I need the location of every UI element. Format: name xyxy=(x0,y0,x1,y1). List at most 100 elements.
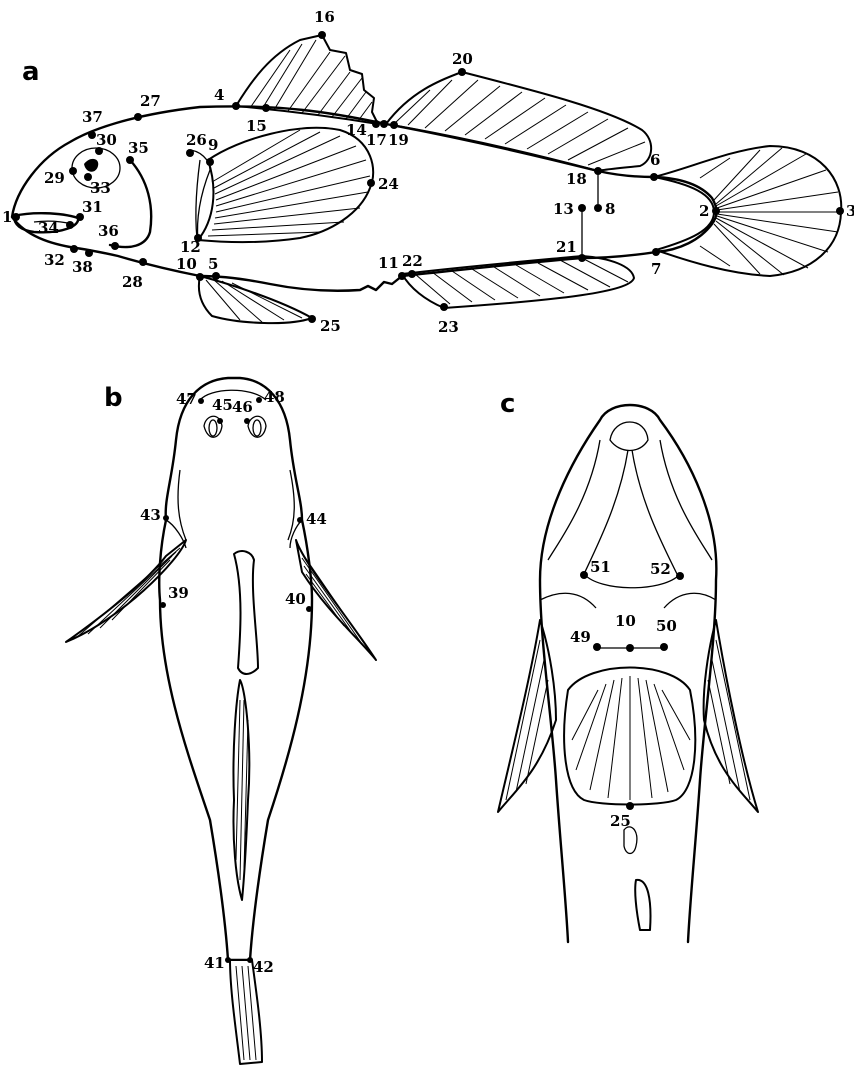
landmark-32-label: 32 xyxy=(44,251,65,269)
landmark-29-dot xyxy=(69,167,77,175)
landmark-25-dot xyxy=(308,315,316,323)
landmark-6-dot xyxy=(650,173,658,181)
landmark-39: 39 xyxy=(160,584,189,608)
landmark-3-dot xyxy=(836,207,844,215)
landmark-6-label: 6 xyxy=(650,151,660,169)
landmark-5-dot xyxy=(212,272,220,280)
landmark-33-label: 33 xyxy=(90,179,111,197)
landmark-20-dot xyxy=(458,68,466,76)
landmark-30: 30 xyxy=(95,131,117,155)
landmark-18: 18 xyxy=(566,167,602,188)
landmark-35-dot xyxy=(126,156,134,164)
landmark-50-dot xyxy=(660,643,668,651)
second-dorsal-fin-top xyxy=(233,680,249,900)
landmark-49: 49 xyxy=(570,628,601,651)
landmark-51-dot xyxy=(580,571,588,579)
landmark-41-label: 41 xyxy=(204,954,225,972)
landmark-21-label: 21 xyxy=(556,238,577,256)
landmark-7-dot xyxy=(652,248,660,256)
landmark-44-label: 44 xyxy=(306,510,327,528)
chin xyxy=(610,422,648,451)
landmark-7: 7 xyxy=(651,248,661,278)
landmark-12-label: 12 xyxy=(180,238,201,256)
left-pectoral-fin-rays xyxy=(76,548,180,638)
landmark-16-label: 16 xyxy=(314,8,335,26)
landmark-51-label: 51 xyxy=(590,558,611,576)
landmark-34-label: 34 xyxy=(38,219,59,237)
landmark-24-label: 24 xyxy=(378,175,399,193)
landmark-37-label: 37 xyxy=(82,108,103,126)
landmark-8: 8 xyxy=(594,200,615,218)
landmark-37-dot xyxy=(88,131,96,139)
panel-b-dorsal-view: b xyxy=(66,378,376,1064)
landmark-1-label: 1 xyxy=(2,208,12,226)
landmark-34-dot xyxy=(66,221,74,229)
right-pupil xyxy=(253,420,261,436)
landmark-40: 40 xyxy=(285,590,312,612)
landmark-8-label: 8 xyxy=(605,200,615,218)
landmark-40-label: 40 xyxy=(285,590,306,608)
landmark-38: 38 xyxy=(72,249,93,276)
landmark-1-dot xyxy=(12,213,20,221)
landmark-45-dot xyxy=(217,418,223,424)
first-dorsal-fin-top xyxy=(234,551,258,674)
landmark-31: 31 xyxy=(76,198,103,221)
right-pectoral-base xyxy=(664,593,716,608)
panel-c-ventral-view: c 49 xyxy=(498,389,758,942)
landmark-43-dot xyxy=(163,515,169,521)
panel-b-letter: b xyxy=(104,383,123,413)
landmark-52: 52 xyxy=(650,560,684,580)
landmark-44-dot xyxy=(297,517,303,523)
landmark-52-dot xyxy=(676,572,684,580)
left-pectoral-fin-ventral xyxy=(498,620,556,812)
landmark-25: 25 xyxy=(308,315,341,335)
landmark-27-label: 27 xyxy=(140,92,161,110)
landmark-13-label: 13 xyxy=(553,200,574,218)
right-head-groove xyxy=(288,470,294,540)
panel-a-letter: a xyxy=(22,57,40,87)
landmark-10-ventral: 10 xyxy=(615,612,636,652)
landmark-23-label: 23 xyxy=(438,318,459,336)
landmark-27-dot xyxy=(134,113,142,121)
landmark-10-label: 10 xyxy=(176,255,197,273)
landmark-21-dot xyxy=(578,254,586,262)
landmark-34: 34 xyxy=(38,219,74,237)
landmark-47-dot xyxy=(198,398,204,404)
landmark-43-label: 43 xyxy=(140,506,161,524)
left-throat-fold xyxy=(584,450,628,574)
landmark-46-label: 46 xyxy=(232,398,253,416)
landmark-25-ventral-dot xyxy=(626,802,634,810)
landmark-10-ventral-label: 10 xyxy=(615,612,636,630)
landmark-26-dot xyxy=(186,149,194,157)
landmark-10-ventral-dot xyxy=(626,644,634,652)
landmark-25-label: 25 xyxy=(320,317,341,335)
landmark-51: 51 xyxy=(580,558,611,579)
landmark-48-dot xyxy=(256,397,262,403)
landmark-31-label: 31 xyxy=(82,198,103,216)
genital-papilla xyxy=(624,827,637,854)
landmark-3-label: 3 xyxy=(846,202,854,220)
landmark-41-dot xyxy=(225,957,231,963)
left-pupil xyxy=(209,420,217,436)
landmark-29: 29 xyxy=(44,167,77,187)
left-head-groove xyxy=(178,470,186,540)
landmark-13-dot xyxy=(578,204,586,212)
landmark-23-dot xyxy=(440,303,448,311)
landmark-40-dot xyxy=(306,606,312,612)
landmark-18-label: 18 xyxy=(566,170,587,188)
landmark-15-label: 15 xyxy=(246,117,267,135)
landmark-25-ventral: 25 xyxy=(610,802,634,830)
landmark-10-dot xyxy=(196,273,204,281)
landmark-49-dot xyxy=(593,643,601,651)
landmark-39-dot xyxy=(160,602,166,608)
landmark-9-dot xyxy=(206,158,214,166)
landmark-28: 28 xyxy=(122,258,147,291)
panel-a-lateral-view: a xyxy=(2,8,854,336)
right-throat-fold xyxy=(632,450,678,576)
landmark-50: 50 xyxy=(656,617,677,651)
landmark-42-label: 42 xyxy=(253,958,274,976)
landmark-47-label: 47 xyxy=(176,390,197,408)
landmark-49-label: 49 xyxy=(570,628,591,646)
landmark-47: 47 xyxy=(176,390,204,408)
landmark-10: 10 xyxy=(176,255,204,281)
